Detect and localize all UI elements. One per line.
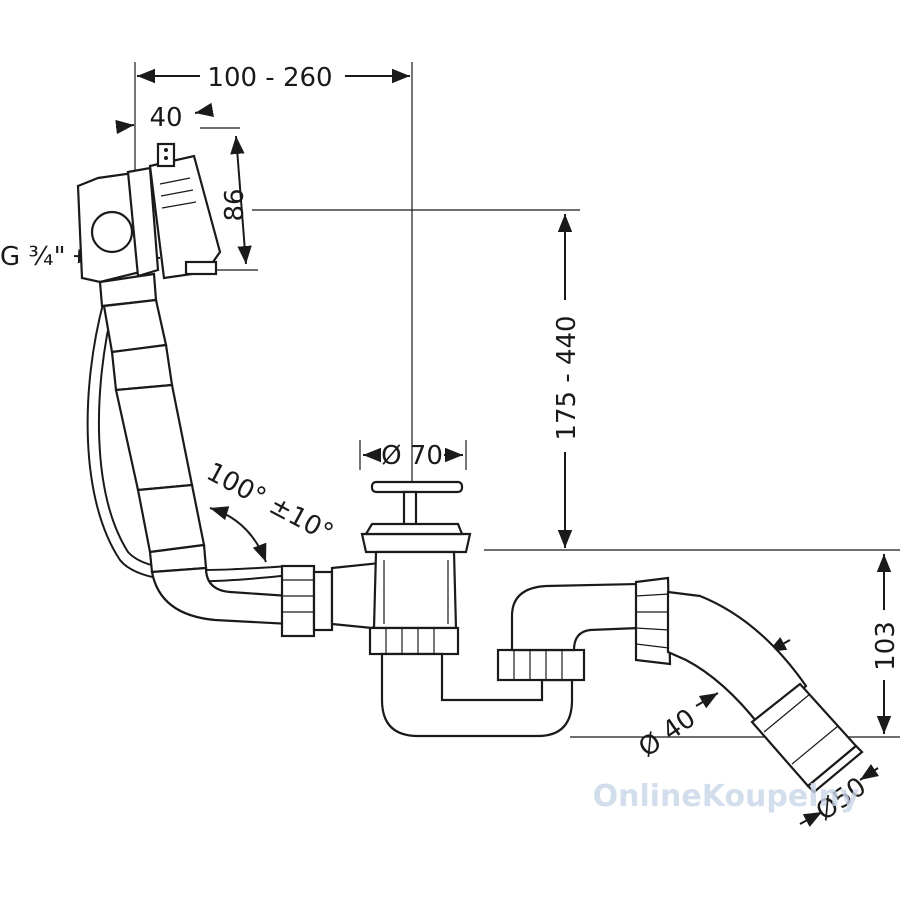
dim-width-range: 100 - 260 <box>207 63 332 93</box>
dim-overflow-width: 40 <box>149 103 182 133</box>
dim-angle: 100° ±10° <box>201 457 338 549</box>
trap-body <box>380 648 586 738</box>
outlet-spigot <box>750 682 864 794</box>
watermark: OnlineKoupelny <box>593 779 860 814</box>
dim-plug-diameter: Ø 70 <box>381 441 443 471</box>
dim-pipe-d40: Ø 40 <box>633 703 701 763</box>
trap-nut <box>368 626 460 656</box>
overflow-head <box>76 142 222 284</box>
waste-plug <box>360 480 472 630</box>
dim-overflow-height: 86 <box>220 188 250 221</box>
dim-height-range: 175 - 440 <box>552 315 582 440</box>
dim-thread: G ¾" <box>0 242 66 272</box>
dim-trap-height: 103 <box>871 621 900 671</box>
overflow-pipe <box>98 272 292 626</box>
extension-lines <box>134 62 900 738</box>
outlet-bend <box>510 576 808 728</box>
